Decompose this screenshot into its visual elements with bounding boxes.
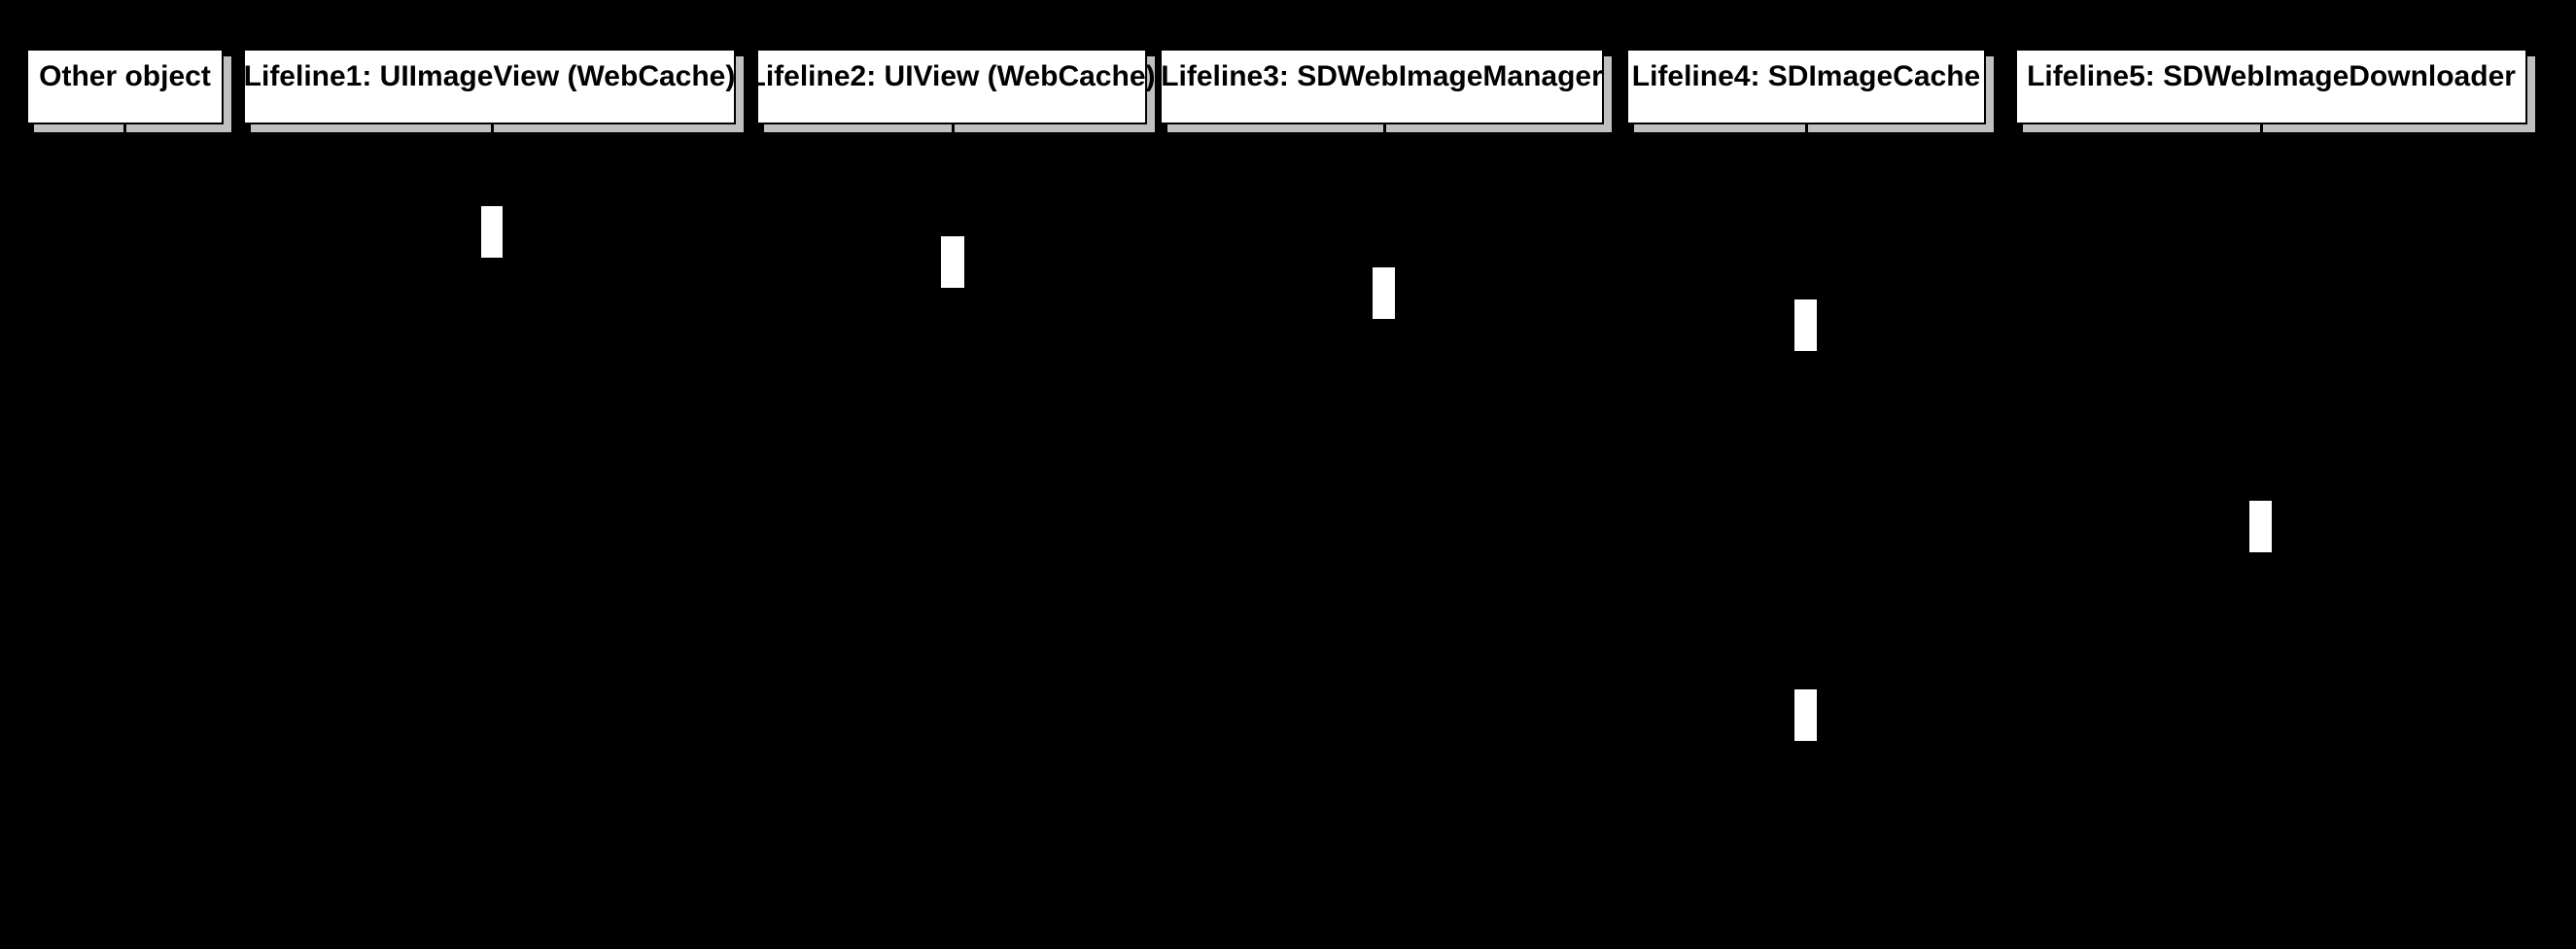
lifeline-line-lifeline2 [952, 124, 954, 949]
lifeline-line-lifeline4 [1805, 124, 1807, 949]
lifeline-label: Other object [39, 60, 211, 92]
lifeline-line-other-object [123, 124, 125, 949]
activation-bar[interactable] [2248, 500, 2273, 553]
lifeline-label: Lifeline5: SDWebImageDownloader [2027, 60, 2516, 92]
lifeline-box-other-object[interactable]: Other object [26, 49, 224, 124]
lifeline-box-lifeline2[interactable]: Lifeline2: UIView (WebCache) [748, 49, 1156, 124]
activation-bar[interactable] [480, 205, 504, 259]
activation-bar[interactable] [1372, 266, 1396, 320]
lifeline-box-lifeline3[interactable]: Lifeline3: SDWebImageManager [1160, 49, 1604, 124]
lifeline-box-lifeline4[interactable]: Lifeline4: SDImageCache [1626, 49, 1986, 124]
lifeline-label: Lifeline3: SDWebImageManager [1161, 60, 1603, 92]
activation-bar[interactable] [1793, 688, 1818, 742]
activation-bar[interactable] [1793, 299, 1818, 352]
lifeline-label: Lifeline4: SDImageCache [1631, 60, 1981, 92]
lifeline-box-lifeline1[interactable]: Lifeline1: UIImageView (WebCache) [243, 49, 736, 124]
lifeline-line-lifeline1 [491, 124, 493, 949]
activation-bar[interactable] [940, 235, 965, 289]
lifeline-label: Lifeline1: UIImageView (WebCache) [243, 60, 736, 92]
lifeline-label: Lifeline2: UIView (WebCache) [748, 60, 1156, 92]
lifeline-box-lifeline5[interactable]: Lifeline5: SDWebImageDownloader [2015, 49, 2527, 124]
lifeline-line-lifeline3 [1383, 124, 1385, 949]
